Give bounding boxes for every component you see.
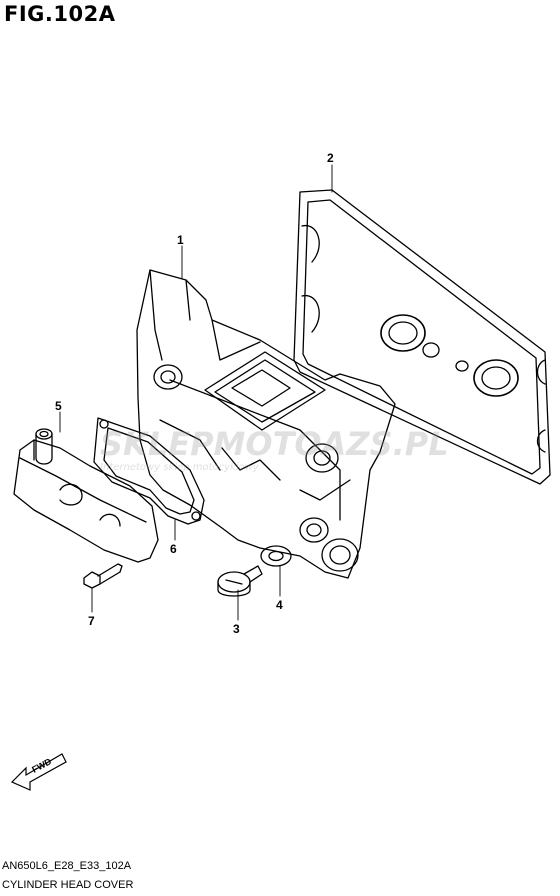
watermark-brand: SKLEPMOTOAZS.PL	[100, 425, 449, 463]
leader-lines	[59, 164, 333, 621]
watermark: SKLEPMOTOAZS.PL Internetowy sklep motocy…	[100, 425, 449, 473]
part-1-head-cover	[136, 269, 396, 579]
part-3-screw	[217, 565, 263, 597]
part-4-washer	[260, 545, 292, 567]
callout-6: 6	[170, 542, 177, 556]
figure-title: FIG.102A	[4, 2, 116, 26]
callout-7: 7	[88, 614, 95, 628]
callout-3: 3	[233, 622, 240, 636]
callout-4: 4	[276, 598, 283, 612]
fwd-arrow-icon: FWD	[10, 753, 67, 791]
part-6-plate-gasket	[93, 417, 205, 525]
watermark-tagline: Internetowy sklep motocyklowy	[100, 462, 260, 473]
callout-2: 2	[327, 151, 334, 165]
part-5-pair-cover	[13, 428, 159, 563]
model-code: AN650L6_E28_E33_102A	[2, 860, 132, 872]
part-group-name: CYLINDER HEAD COVER	[2, 879, 134, 891]
callout-1: 1	[177, 233, 184, 247]
callout-5: 5	[55, 399, 62, 413]
part-7-bolt	[83, 563, 123, 589]
